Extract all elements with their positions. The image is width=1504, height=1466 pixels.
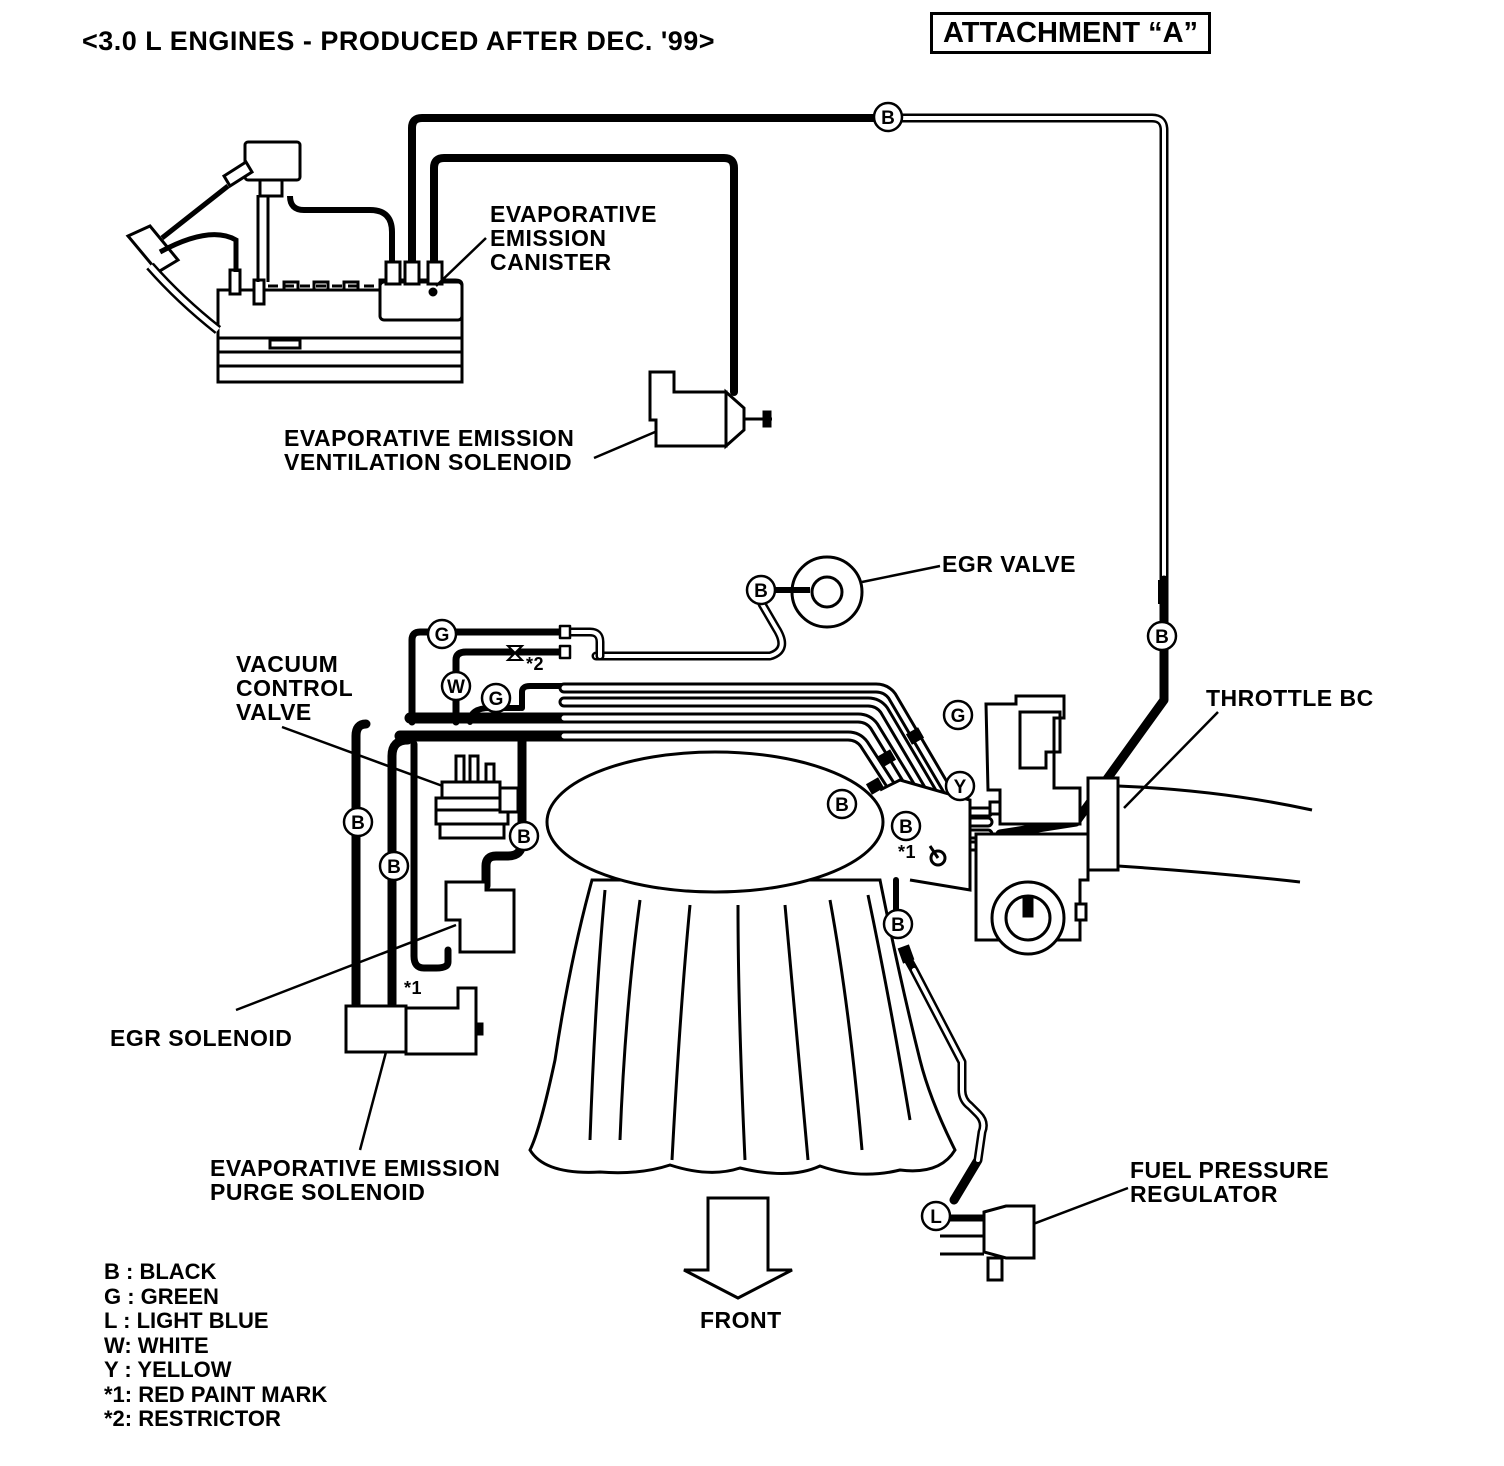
svg-text:L: L: [930, 1207, 942, 1228]
fuel-pressure-regulator: [940, 1204, 1036, 1282]
evaporative-emission-purge-solenoid: [344, 986, 484, 1056]
legend-item: *1: RED PAINT MARK: [104, 1381, 328, 1407]
vacuum-control-valve: [434, 754, 520, 840]
svg-text:B: B: [899, 817, 913, 838]
svg-text:B: B: [351, 813, 365, 834]
tag-g-mid: G: [480, 682, 512, 714]
tag-b-egr-valve: B: [745, 574, 777, 606]
tag-b-left-2: B: [378, 850, 410, 882]
label-purge-solenoid: EVAPORATIVE EMISSION PURGE SOLENOID: [210, 1155, 501, 1205]
svg-text:G: G: [489, 689, 504, 710]
evaporative-emission-ventilation-solenoid: [648, 370, 772, 450]
hose-clamp-marks: [865, 580, 1168, 964]
tag-l-fpr: L: [920, 1200, 952, 1232]
color-legend: B : BLACK G : GREEN L : LIGHT BLUE W: WH…: [104, 1259, 328, 1432]
tag-b-right: B: [1146, 620, 1178, 652]
intake-manifold: [528, 750, 972, 1176]
label-ventilation-solenoid: EVAPORATIVE EMISSION VENTILATION SOLENOI…: [284, 425, 575, 475]
diagram-title: <3.0 L ENGINES - PRODUCED AFTER DEC. '99…: [82, 26, 716, 56]
restrictor-symbol: [505, 645, 525, 661]
svg-text:B: B: [1155, 627, 1169, 648]
legend-item: B : BLACK: [104, 1259, 217, 1284]
label-egr-valve: EGR VALVE: [942, 551, 1076, 577]
svg-text:B: B: [387, 857, 401, 878]
label-fuel-pressure-regulator: FUEL PRESSURE REGULATOR: [1130, 1157, 1330, 1207]
tag-b-left-1: B: [342, 806, 374, 838]
label-egr-solenoid: EGR SOLENOID: [110, 1025, 293, 1051]
tag-g-right: G: [942, 699, 974, 731]
tag-w: W: [440, 670, 472, 702]
svg-text:Y: Y: [954, 777, 967, 798]
attachment-label: ATTACHMENT “A”: [930, 12, 1212, 54]
tag-b-throttle-1: B: [826, 788, 858, 820]
svg-text:B: B: [835, 795, 849, 816]
legend-item: G : GREEN: [104, 1283, 219, 1309]
svg-text:B: B: [754, 581, 768, 602]
hose-bundle: [351, 599, 994, 1222]
egr-valve: [762, 555, 864, 629]
egr-solenoid: [444, 880, 516, 954]
label-vacuum-control-valve: VACUUM CONTROL VALVE: [236, 651, 354, 725]
throttle-body: [974, 694, 1313, 956]
svg-text:W: W: [447, 677, 465, 698]
tag-b-throttle-2: B: [890, 810, 922, 842]
front-arrow: [683, 1196, 793, 1300]
legend-item: L : LIGHT BLUE: [104, 1308, 269, 1333]
hose-color-tags: B B B G W G G Y B B B B B B L: [342, 101, 1178, 1232]
hose-canister-to-vent-solenoid: [430, 154, 738, 396]
svg-text:B: B: [891, 915, 905, 936]
paint-mark-fitting: [928, 845, 947, 867]
tag-y-right: Y: [944, 770, 976, 802]
svg-text:B: B: [517, 827, 531, 848]
legend-item: W: WHITE: [104, 1332, 209, 1358]
label-front: FRONT: [700, 1307, 782, 1333]
paint-mark-purge: *1: [404, 978, 423, 998]
tag-b-lower: B: [882, 908, 914, 940]
tag-b-mid: B: [508, 820, 540, 852]
svg-text:G: G: [435, 625, 450, 646]
restrictor-mark: *2: [526, 654, 545, 674]
label-canister: EVAPORATIVE EMISSION CANISTER: [490, 201, 657, 275]
legend-item: *2: RESTRICTOR: [104, 1406, 281, 1431]
legend-item: Y : YELLOW: [104, 1357, 232, 1382]
svg-text:G: G: [951, 706, 966, 727]
tag-b-top: B: [872, 101, 904, 133]
svg-text:B: B: [881, 108, 895, 129]
paint-mark-throttle: *1: [898, 842, 917, 862]
evaporative-emission-canister: [125, 140, 464, 384]
tag-g-top: G: [426, 618, 458, 650]
label-throttle-body: THROTTLE BC: [1206, 685, 1374, 711]
